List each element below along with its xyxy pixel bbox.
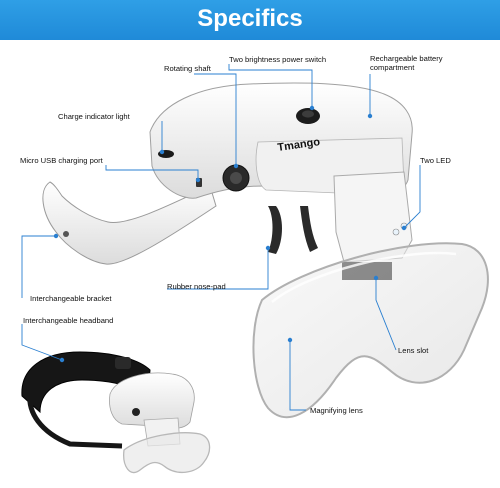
brand-logo: Tmango [277, 136, 321, 154]
headband-inset [21, 351, 211, 474]
headset-product [42, 82, 413, 280]
callout-two-led: Two LED [420, 156, 451, 165]
header-banner: Specifics [0, 0, 500, 40]
magnifying-lens-product [252, 242, 489, 419]
callout-magnifying-lens: Magnifying lens [310, 406, 363, 415]
callout-power-switch: Two brightness power switch [229, 55, 327, 64]
callout-charge-light: Charge indicator light [58, 112, 130, 121]
leader-lines [21, 64, 421, 411]
callout-bracket: Interchangeable bracket [30, 294, 112, 303]
callout-nose-pad: Rubber nose-pad [167, 282, 226, 291]
callout-usb-port: Micro USB charging port [20, 156, 103, 165]
callout-battery: Rechargeable battery compartment [370, 54, 443, 72]
callout-rotating-shaft: Rotating shaft [164, 64, 211, 73]
callout-lens-slot: Lens slot [398, 346, 429, 355]
callout-battery-line1: Rechargeable battery [370, 54, 443, 63]
callout-headband: Interchangeable headband [23, 316, 114, 325]
callout-battery-line2: compartment [370, 63, 415, 72]
page-title: Specifics [197, 5, 303, 32]
